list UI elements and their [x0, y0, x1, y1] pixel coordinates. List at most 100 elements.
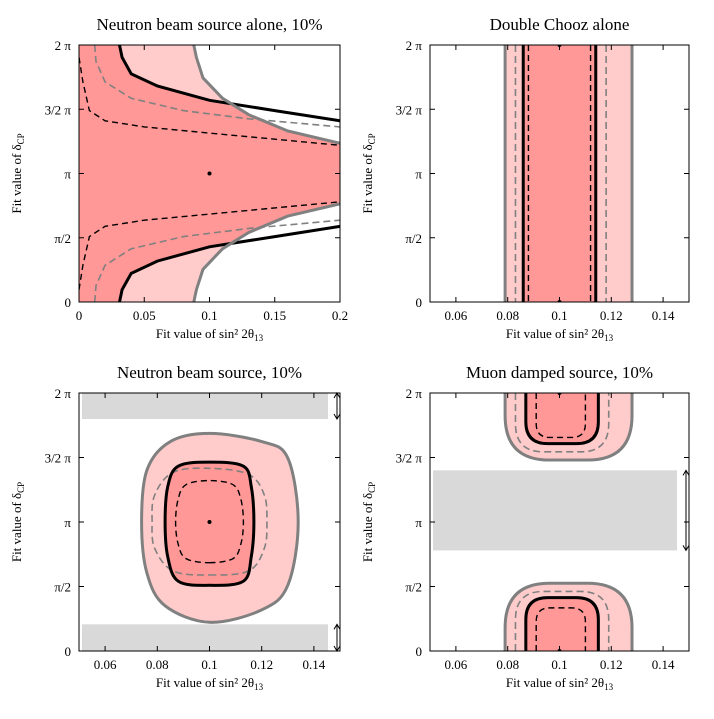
band-arrow-up	[682, 469, 690, 476]
contour-gray-dashed-lower	[93, 219, 340, 302]
y-tick-label: 2 π	[406, 386, 423, 401]
contour-1sigma	[163, 460, 256, 587]
y-axis-label: Fit value of δCP	[9, 482, 26, 562]
chart-title: Double Chooz alone	[490, 15, 630, 34]
best-fit-point	[207, 171, 212, 176]
contour-gray-dashed-upper	[93, 45, 340, 128]
y-tick-label: π	[415, 167, 422, 182]
contour-gray-dashed-upper	[514, 393, 610, 453]
x-tick-label: 0.14	[652, 308, 675, 323]
y-axis-label-subscript: CP	[367, 482, 377, 493]
contour-gray-dashed-lower	[514, 590, 610, 651]
contour-1sigma-lower	[118, 224, 340, 302]
x-axis-label: Fit value of sin² 2θ13	[156, 326, 264, 343]
region-excluded-upper	[193, 45, 340, 144]
x-tick-label: 0	[76, 308, 83, 323]
x-tick-label: 0.06	[445, 657, 468, 672]
excluded-band	[82, 393, 328, 420]
band-arrow-up	[333, 623, 341, 630]
contour-inner-dashed-upper	[535, 393, 587, 439]
x-tick-label: 0.08	[146, 657, 169, 672]
x-axis-label: Fit value of sin² 2θ13	[156, 675, 264, 692]
contour-inner-dashed-lower	[535, 607, 587, 651]
x-tick-label: 0.12	[250, 657, 273, 672]
region-1sigma	[523, 45, 596, 302]
contour-2sigma-edge-lower	[503, 581, 634, 651]
x-tick-label: 0.12	[600, 657, 623, 672]
contour-2sigma-edge-upper	[503, 393, 634, 462]
plot-area	[79, 45, 340, 302]
x-tick-label: 0.05	[133, 308, 156, 323]
y-tick-label: π/2	[54, 231, 71, 246]
x-tick-label: 0.08	[496, 657, 519, 672]
y-tick-label: 2 π	[406, 38, 423, 53]
y-axis-label-subscript: CP	[16, 482, 26, 493]
x-tick-label: 0.15	[263, 308, 286, 323]
y-tick-label: π/2	[405, 580, 422, 595]
excluded-band	[433, 470, 677, 551]
y-tick-label: 0	[65, 295, 72, 310]
y-axis-label-subscript: CP	[367, 133, 377, 144]
x-axis-label: Fit value of sin² 2θ13	[506, 326, 614, 343]
x-tick-label: 0.1	[201, 657, 217, 672]
band-arrow-down	[333, 413, 341, 420]
y-tick-label: 3/2 π	[396, 102, 423, 117]
x-tick-label: 0.12	[600, 308, 623, 323]
y-tick-label: 3/2 π	[396, 451, 423, 466]
x-axis-label-subscript: 13	[254, 682, 264, 692]
y-tick-label: π	[64, 515, 71, 530]
band-arrow-down	[682, 545, 690, 552]
region-excluded-lower	[193, 203, 340, 302]
contour-2sigma-edge-lower	[192, 202, 340, 302]
chart-panel-1: 0 0.05 0.1 0.15 0.2 0 π/2 π 3/2 π 2 π Neutron beam…	[9, 15, 348, 343]
contour-1sigma-lower	[524, 596, 600, 651]
x-tick-label: 0.06	[445, 308, 468, 323]
contour-gray-dashed	[151, 467, 268, 576]
y-tick-label: 2 π	[55, 386, 72, 401]
contour-inner-dashed-lower	[79, 201, 340, 290]
chart-title: Neutron beam source, 10%	[117, 363, 302, 382]
y-axis-label: Fit value of δCP	[9, 133, 26, 213]
contour-inner-dashed	[174, 479, 245, 564]
excluded-band	[82, 624, 328, 651]
x-tick-label: 0.14	[303, 657, 326, 672]
y-tick-label: π/2	[54, 580, 71, 595]
x-axis-label-subscript: 13	[604, 682, 614, 692]
y-tick-label: 3/2 π	[45, 451, 72, 466]
contour-2sigma-edge-upper	[192, 45, 340, 145]
x-tick-label: 0.08	[496, 308, 519, 323]
y-tick-label: π	[415, 515, 422, 530]
best-fit-point	[207, 520, 212, 524]
x-tick-label: 0.1	[551, 308, 567, 323]
y-tick-label: 3/2 π	[45, 102, 72, 117]
y-tick-label: π/2	[405, 231, 422, 246]
y-tick-label: π	[64, 167, 71, 182]
y-axis-label: Fit value of δCP	[360, 133, 377, 213]
y-axis-label: Fit value of δCP	[360, 482, 377, 562]
x-tick-label: 0.2	[332, 308, 348, 323]
contour-inner-dashed-upper	[79, 57, 340, 146]
chart-title: Neutron beam source alone, 10%	[96, 15, 322, 34]
y-tick-label: 0	[416, 644, 423, 659]
contour-1sigma-upper	[118, 45, 340, 123]
x-axis-label-subscript: 13	[604, 333, 614, 343]
x-tick-label: 0.1	[201, 308, 217, 323]
y-tick-label: 2 π	[55, 38, 72, 53]
x-tick-label: 0.06	[94, 657, 117, 672]
x-tick-label: 0.14	[652, 657, 675, 672]
contour-1sigma-upper	[524, 393, 600, 446]
chart-panel-3: 0.06 0.08 0.1 0.12 0.14 0 π/2 π 3/2 π 2 π Neutron …	[9, 363, 341, 692]
x-axis-label: Fit value of sin² 2θ13	[506, 675, 614, 692]
x-axis-label-subscript: 13	[254, 333, 264, 343]
y-tick-label: 0	[65, 644, 72, 659]
plot-area	[140, 431, 300, 624]
region-1sigma	[525, 597, 599, 651]
plot-area	[503, 45, 634, 302]
region-1sigma	[525, 393, 599, 444]
contour-2sigma-edge	[140, 431, 300, 624]
plot-area	[503, 393, 634, 651]
